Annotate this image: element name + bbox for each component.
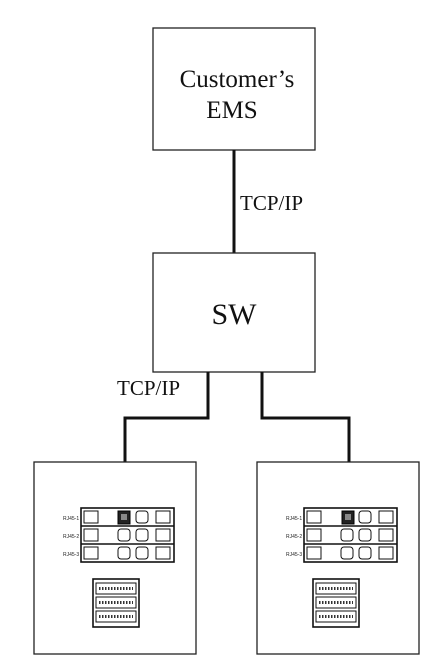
device-2-rj45-3-jack-b <box>358 546 372 560</box>
device-2-rj45-1-port <box>306 510 322 524</box>
device-2-rj45-3-jack-a <box>340 546 354 560</box>
device-1-terminal-block <box>92 578 140 628</box>
device-2: RJ45-1 RJ45-2 RJ45-3 <box>256 461 420 655</box>
device-1-port-block: RJ45-1 RJ45-2 RJ45-3 <box>63 507 175 563</box>
link-sw-devices-label: TCP/IP <box>117 376 180 400</box>
device-1-rj45-2-jack-a <box>117 528 131 542</box>
device-1: RJ45-1 RJ45-2 RJ45-3 <box>33 461 197 655</box>
ems-node: Customer’s EMS <box>152 27 316 151</box>
link-ems-sw-label: TCP/IP <box>240 191 303 215</box>
device-2-port-label-1: RJ45-1 <box>286 516 302 522</box>
device-2-terminal-block <box>312 578 360 628</box>
device-2-rj45-2-jack-a <box>340 528 354 542</box>
ems-box <box>152 27 316 151</box>
ems-label-line1: Customer’s <box>180 66 295 93</box>
switch-node: SW <box>152 252 316 373</box>
device-1-rj45-2-jack-b <box>135 528 149 542</box>
device-2-rj45-2-jack-b <box>358 528 372 542</box>
device-2-port-block: RJ45-1 RJ45-2 RJ45-3 <box>286 507 398 563</box>
device-2-rj45-2-port <box>306 528 322 542</box>
device-1-port-label-2: RJ45-2 <box>63 534 79 540</box>
device-1-port-label-3: RJ45-3 <box>63 552 79 558</box>
switch-box <box>152 252 316 373</box>
device-1-rj45-3-jack-b <box>135 546 149 560</box>
device-1-rj45-1-port <box>83 510 99 524</box>
device-1-rj45-1-jack <box>135 510 149 524</box>
device-2-port-label-2: RJ45-2 <box>286 534 302 540</box>
device-1-port-label-1: RJ45-1 <box>63 516 79 522</box>
device-2-rj45-3-port <box>306 546 322 560</box>
ems-label-line2: EMS <box>206 97 257 124</box>
device-2-port-label-3: RJ45-3 <box>286 552 302 558</box>
device-2-rj45-1-jack <box>358 510 372 524</box>
switch-label: SW <box>212 298 258 331</box>
device-1-rj45-2-port <box>83 528 99 542</box>
device-1-rj45-3-port <box>83 546 99 560</box>
device-1-rj45-3-jack-a <box>117 546 131 560</box>
